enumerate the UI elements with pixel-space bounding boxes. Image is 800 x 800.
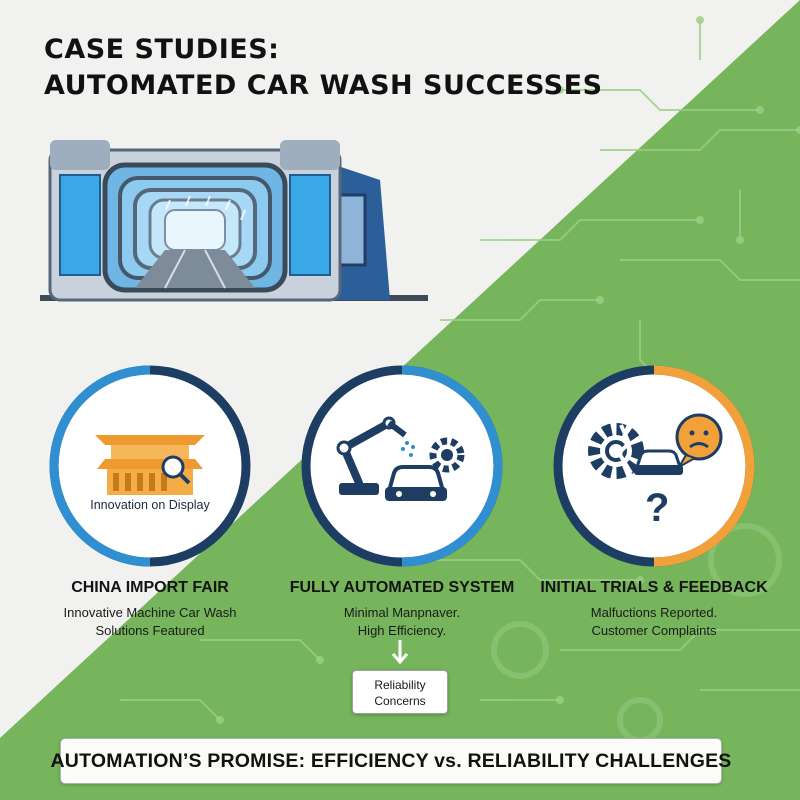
temple-with-magnifier-icon [95, 435, 205, 495]
title-line-2: AUTOMATED CAR WASH SUCCESSES [44, 70, 603, 101]
innovation-on-display-label: Innovation on Display [90, 498, 210, 512]
title-line-1: CASE STUDIES: [44, 34, 280, 65]
robot-arm-car-gear-icon [336, 416, 465, 501]
step-3-heading: INITIAL TRIALS & FEEDBACK [540, 579, 768, 596]
fully-automated-system-circle [301, 365, 503, 567]
china-import-fair-circle [49, 365, 251, 567]
step-1-heading: CHINA IMPORT FAIR [71, 579, 229, 596]
step-1-description: Innovative Machine Car Wash Solutions Fe… [20, 604, 280, 640]
step-2-description-line-2: High Efficiency. [357, 623, 447, 638]
step-3-description-line-2: Customer Complaints [591, 623, 717, 638]
callout-line-2: Concerns [374, 694, 426, 708]
down-arrow-icon [391, 640, 409, 665]
callout-line-1: Reliability [374, 678, 426, 692]
car-wash-tunnel-illustration [40, 140, 428, 302]
page-title: CASE STUDIES: AUTOMATED CAR WASH SUCCESS… [44, 32, 603, 104]
initial-trials-feedback-circle: ? [553, 365, 755, 567]
step-1-description-line-2: Solutions Featured [95, 623, 205, 638]
step-2-description: Minimal Manpnaver. High Efficiency. [272, 604, 532, 640]
bottom-banner: AUTOMATION’S PROMISE: EFFICIENCY vs. REL… [51, 738, 731, 784]
step-1-description-line-1: Innovative Machine Car Wash [63, 605, 237, 620]
step-2-description-line-1: Minimal Manpnaver. [343, 605, 461, 620]
step-3-description: Malfuctions Reported. Customer Complaint… [524, 604, 784, 640]
reliability-concerns-callout: Reliability Concerns [352, 670, 448, 714]
broken-gear-car-sad-face-icon: ? [588, 413, 723, 530]
circuit-pattern [120, 20, 800, 721]
step-3-description-line-1: Malfuctions Reported. [590, 605, 718, 620]
step-2-heading: FULLY AUTOMATED SYSTEM [289, 579, 515, 596]
svg-text:?: ? [645, 486, 669, 530]
